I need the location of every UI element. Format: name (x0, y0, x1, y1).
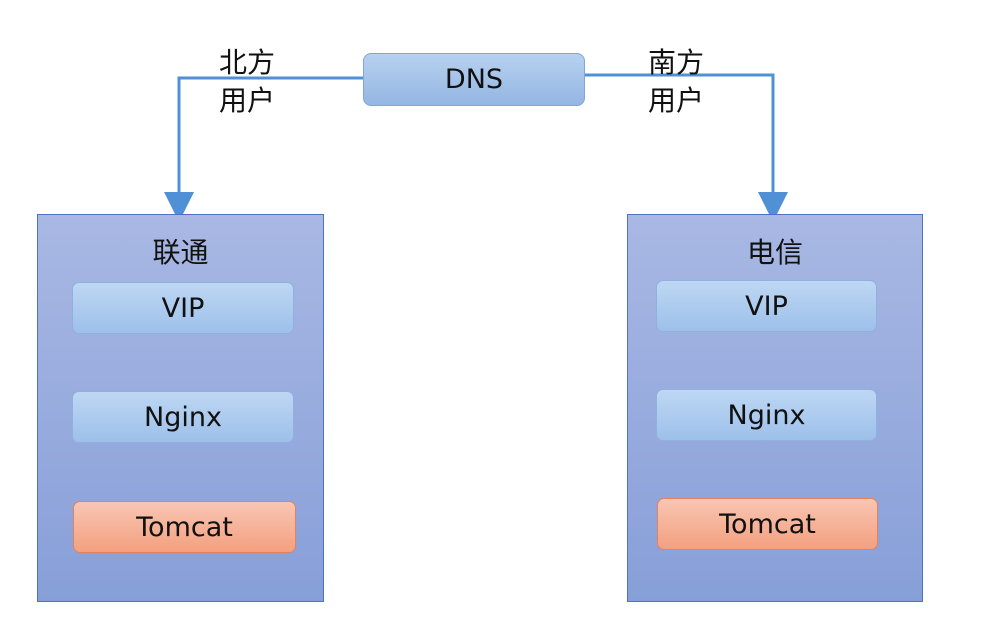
dns-node: DNS (363, 53, 585, 106)
telecom-tomcat-node: Tomcat (657, 498, 878, 550)
unicom-vip-node: VIP (72, 282, 294, 334)
south-user-label: 南方 用户 (648, 46, 705, 117)
unicom-nginx-label: Nginx (144, 401, 222, 433)
dns-label: DNS (444, 64, 504, 95)
unicom-tomcat-node: Tomcat (73, 501, 296, 553)
north-user-label: 北方 用户 (219, 46, 276, 117)
unicom-nginx-node: Nginx (72, 391, 294, 443)
telecom-tomcat-label: Tomcat (719, 508, 816, 540)
unicom-isp-container: 联通 VIP Nginx Tomcat (37, 214, 324, 602)
telecom-isp-container: 电信 VIP Nginx Tomcat (627, 214, 923, 602)
unicom-vip-label: VIP (161, 292, 205, 324)
telecom-vip-label: VIP (745, 290, 788, 322)
telecom-nginx-node: Nginx (656, 389, 877, 441)
telecom-vip-node: VIP (656, 280, 877, 332)
unicom-title: 联通 (152, 236, 209, 269)
telecom-title: 电信 (746, 236, 803, 269)
unicom-tomcat-label: Tomcat (136, 511, 233, 543)
telecom-nginx-label: Nginx (727, 399, 806, 431)
